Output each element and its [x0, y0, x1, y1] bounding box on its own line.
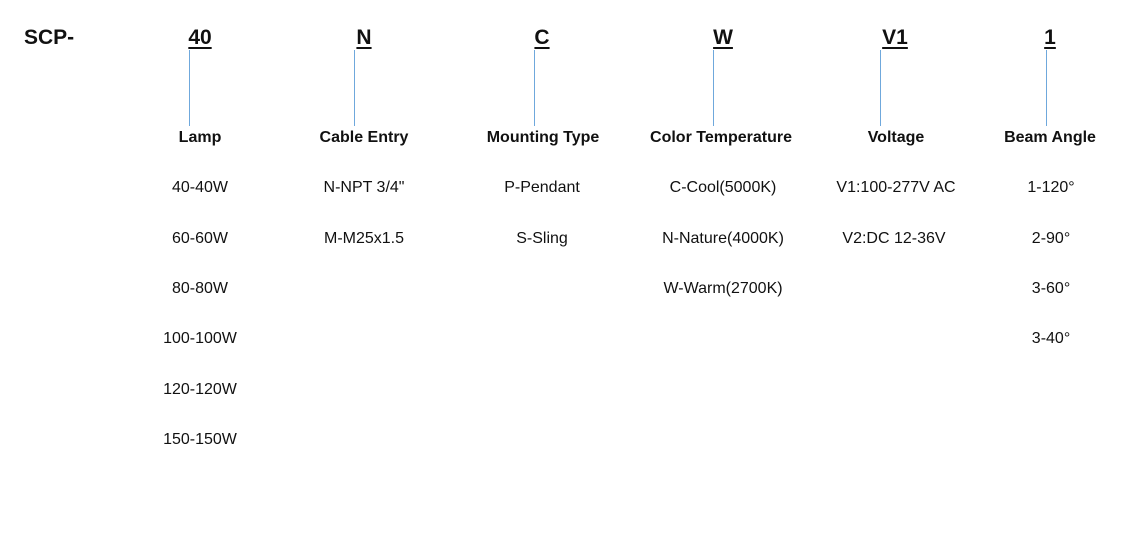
code-lamp: 40 [188, 26, 212, 49]
code-cable-entry: N [356, 26, 372, 49]
option-beam-angle-1: 1-120° [1027, 179, 1075, 196]
code-mounting-type: C [534, 26, 550, 49]
option-cable-entry-1: N-NPT 3/4" [323, 179, 405, 196]
leader-line-color-temperature [713, 50, 714, 126]
option-lamp-6: 150-150W [163, 431, 237, 448]
leader-line-beam-angle [1046, 50, 1047, 126]
option-color-temperature-2: N-Nature(4000K) [662, 230, 784, 247]
heading-mounting-type: Mounting Type [486, 129, 600, 146]
option-beam-angle-3: 3-60° [1031, 280, 1071, 297]
model-prefix: SCP- [24, 26, 75, 49]
leader-line-mounting-type [534, 50, 535, 126]
leader-line-cable-entry [354, 50, 355, 126]
option-color-temperature-3: W-Warm(2700K) [663, 280, 783, 297]
option-lamp-2: 60-60W [171, 230, 229, 247]
code-beam-angle: 1 [1044, 26, 1056, 49]
option-beam-angle-2: 2-90° [1031, 230, 1071, 247]
option-voltage-2: V2:DC 12-36V [842, 230, 946, 247]
heading-color-temperature: Color Temperature [650, 129, 792, 146]
heading-lamp: Lamp [178, 129, 222, 146]
option-beam-angle-4: 3-40° [1031, 330, 1071, 347]
leader-line-lamp [189, 50, 190, 126]
option-mounting-type-1: P-Pendant [504, 179, 580, 196]
heading-beam-angle: Beam Angle [1004, 129, 1096, 146]
option-lamp-5: 120-120W [163, 381, 237, 398]
option-lamp-1: 40-40W [171, 179, 229, 196]
option-cable-entry-2: M-M25x1.5 [323, 230, 405, 247]
code-voltage: V1 [882, 26, 908, 49]
leader-line-voltage [880, 50, 881, 126]
option-lamp-4: 100-100W [163, 330, 237, 347]
option-lamp-3: 80-80W [171, 280, 229, 297]
heading-voltage: Voltage [867, 129, 925, 146]
code-color-temperature: W [713, 26, 733, 49]
option-color-temperature-1: C-Cool(5000K) [669, 179, 777, 196]
option-mounting-type-2: S-Sling [516, 230, 568, 247]
heading-cable-entry: Cable Entry [319, 129, 409, 146]
option-voltage-1: V1:100-277V AC [836, 179, 956, 196]
